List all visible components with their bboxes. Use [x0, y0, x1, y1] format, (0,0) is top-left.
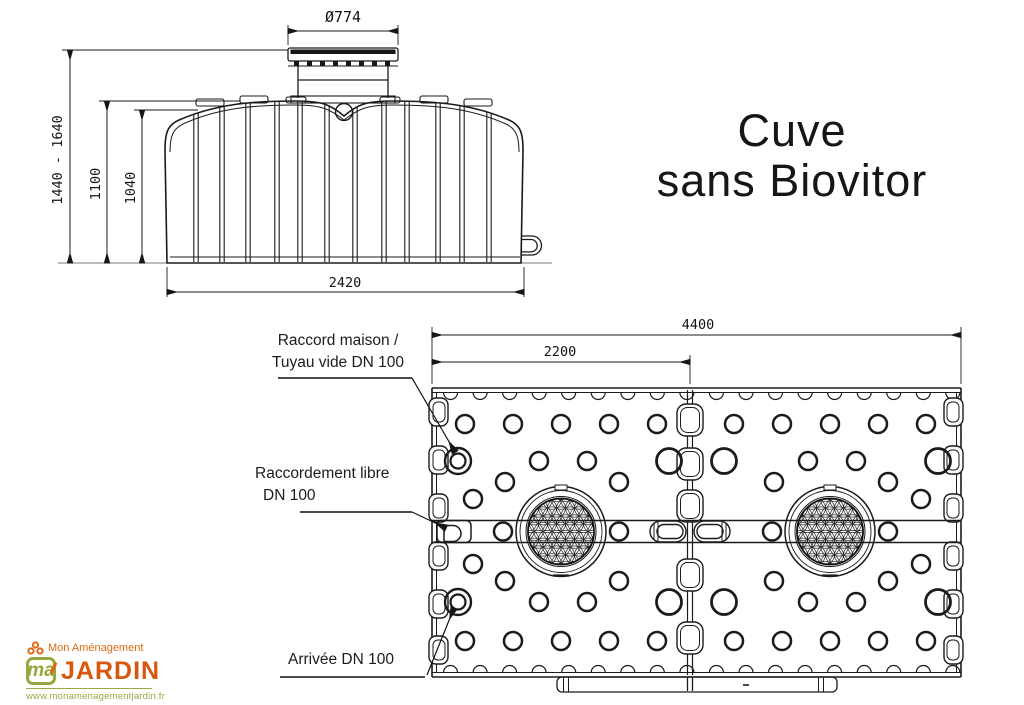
elevation-dimensions: Ø774 1440 - 1640 1100 1040 2420: [50, 8, 525, 297]
manhole-right: [783, 483, 877, 578]
title-line1: Cuve: [737, 105, 847, 156]
plan-outline: [431, 387, 962, 678]
logo-monogram: ma: [26, 657, 58, 685]
site-logo: Mon Aménagement ma JARDIN www.monamenage…: [26, 640, 165, 702]
dim-height-body: 1040: [123, 172, 139, 205]
callout-arrivee: Arrivée DN 100: [288, 649, 438, 671]
divider-pills: [649, 520, 731, 543]
dim-total-length: 4400: [682, 317, 715, 333]
dim-half-length: 2200: [544, 344, 577, 360]
dim-height-to-lug: 1100: [88, 168, 104, 201]
logo-url: www.monamenagementjardin.fr: [26, 688, 165, 702]
callout-raccord-maison-line2: Tuyau vide DN 100: [271, 354, 405, 371]
overflow-stub: [521, 235, 543, 256]
dim-lid-diameter: Ø774: [325, 8, 361, 26]
dim-length: 2420: [329, 275, 362, 291]
logo-monogram-text: ma: [27, 660, 55, 681]
callout-raccordement-libre-line1: Raccordement libre: [255, 465, 390, 482]
tank-ribs: [193, 101, 492, 262]
callout-raccordement-libre-line2: DN 100: [263, 487, 316, 504]
callout-raccord-maison-line1: Raccord maison /: [277, 332, 399, 349]
lid-cover: [287, 47, 399, 67]
plan-dimensions: 4400 2200: [431, 317, 962, 384]
dim-total-height-range: 1440 - 1640: [50, 115, 66, 204]
logo-brand-main: JARDIN: [61, 657, 161, 685]
manhole-left: [514, 483, 608, 578]
riser-neck: [290, 66, 396, 104]
tank-top-lugs: [195, 95, 493, 107]
tank-outline: [164, 100, 524, 264]
edge-knuckles: [428, 397, 964, 665]
callout-raccordement-libre: Raccordement libre DN 100: [255, 463, 415, 507]
free-connection-stub: [436, 519, 472, 544]
callout-leaders: [278, 377, 459, 678]
bottom-pipe: [556, 676, 838, 693]
tank-inner-top-line: [169, 104, 520, 153]
divider-links: [676, 403, 704, 655]
callout-arrivee-text: Arrivée DN 100: [288, 651, 394, 668]
logo-brand-top: Mon Aménagement: [48, 642, 144, 654]
callout-raccord-maison: Raccord maison / Tuyau vide DN 100: [262, 330, 414, 374]
elevation-view: Ø774 1440 - 1640 1100 1040 2420: [50, 8, 552, 297]
plan-view: 4400 2200: [428, 317, 964, 693]
rib-hole-pattern: [443, 413, 952, 652]
flower-icon: [27, 640, 44, 655]
middle-band: [432, 519, 961, 544]
drawing-title: Cuve sans Biovitor: [618, 106, 966, 206]
title-line2: sans Biovitor: [656, 155, 928, 206]
